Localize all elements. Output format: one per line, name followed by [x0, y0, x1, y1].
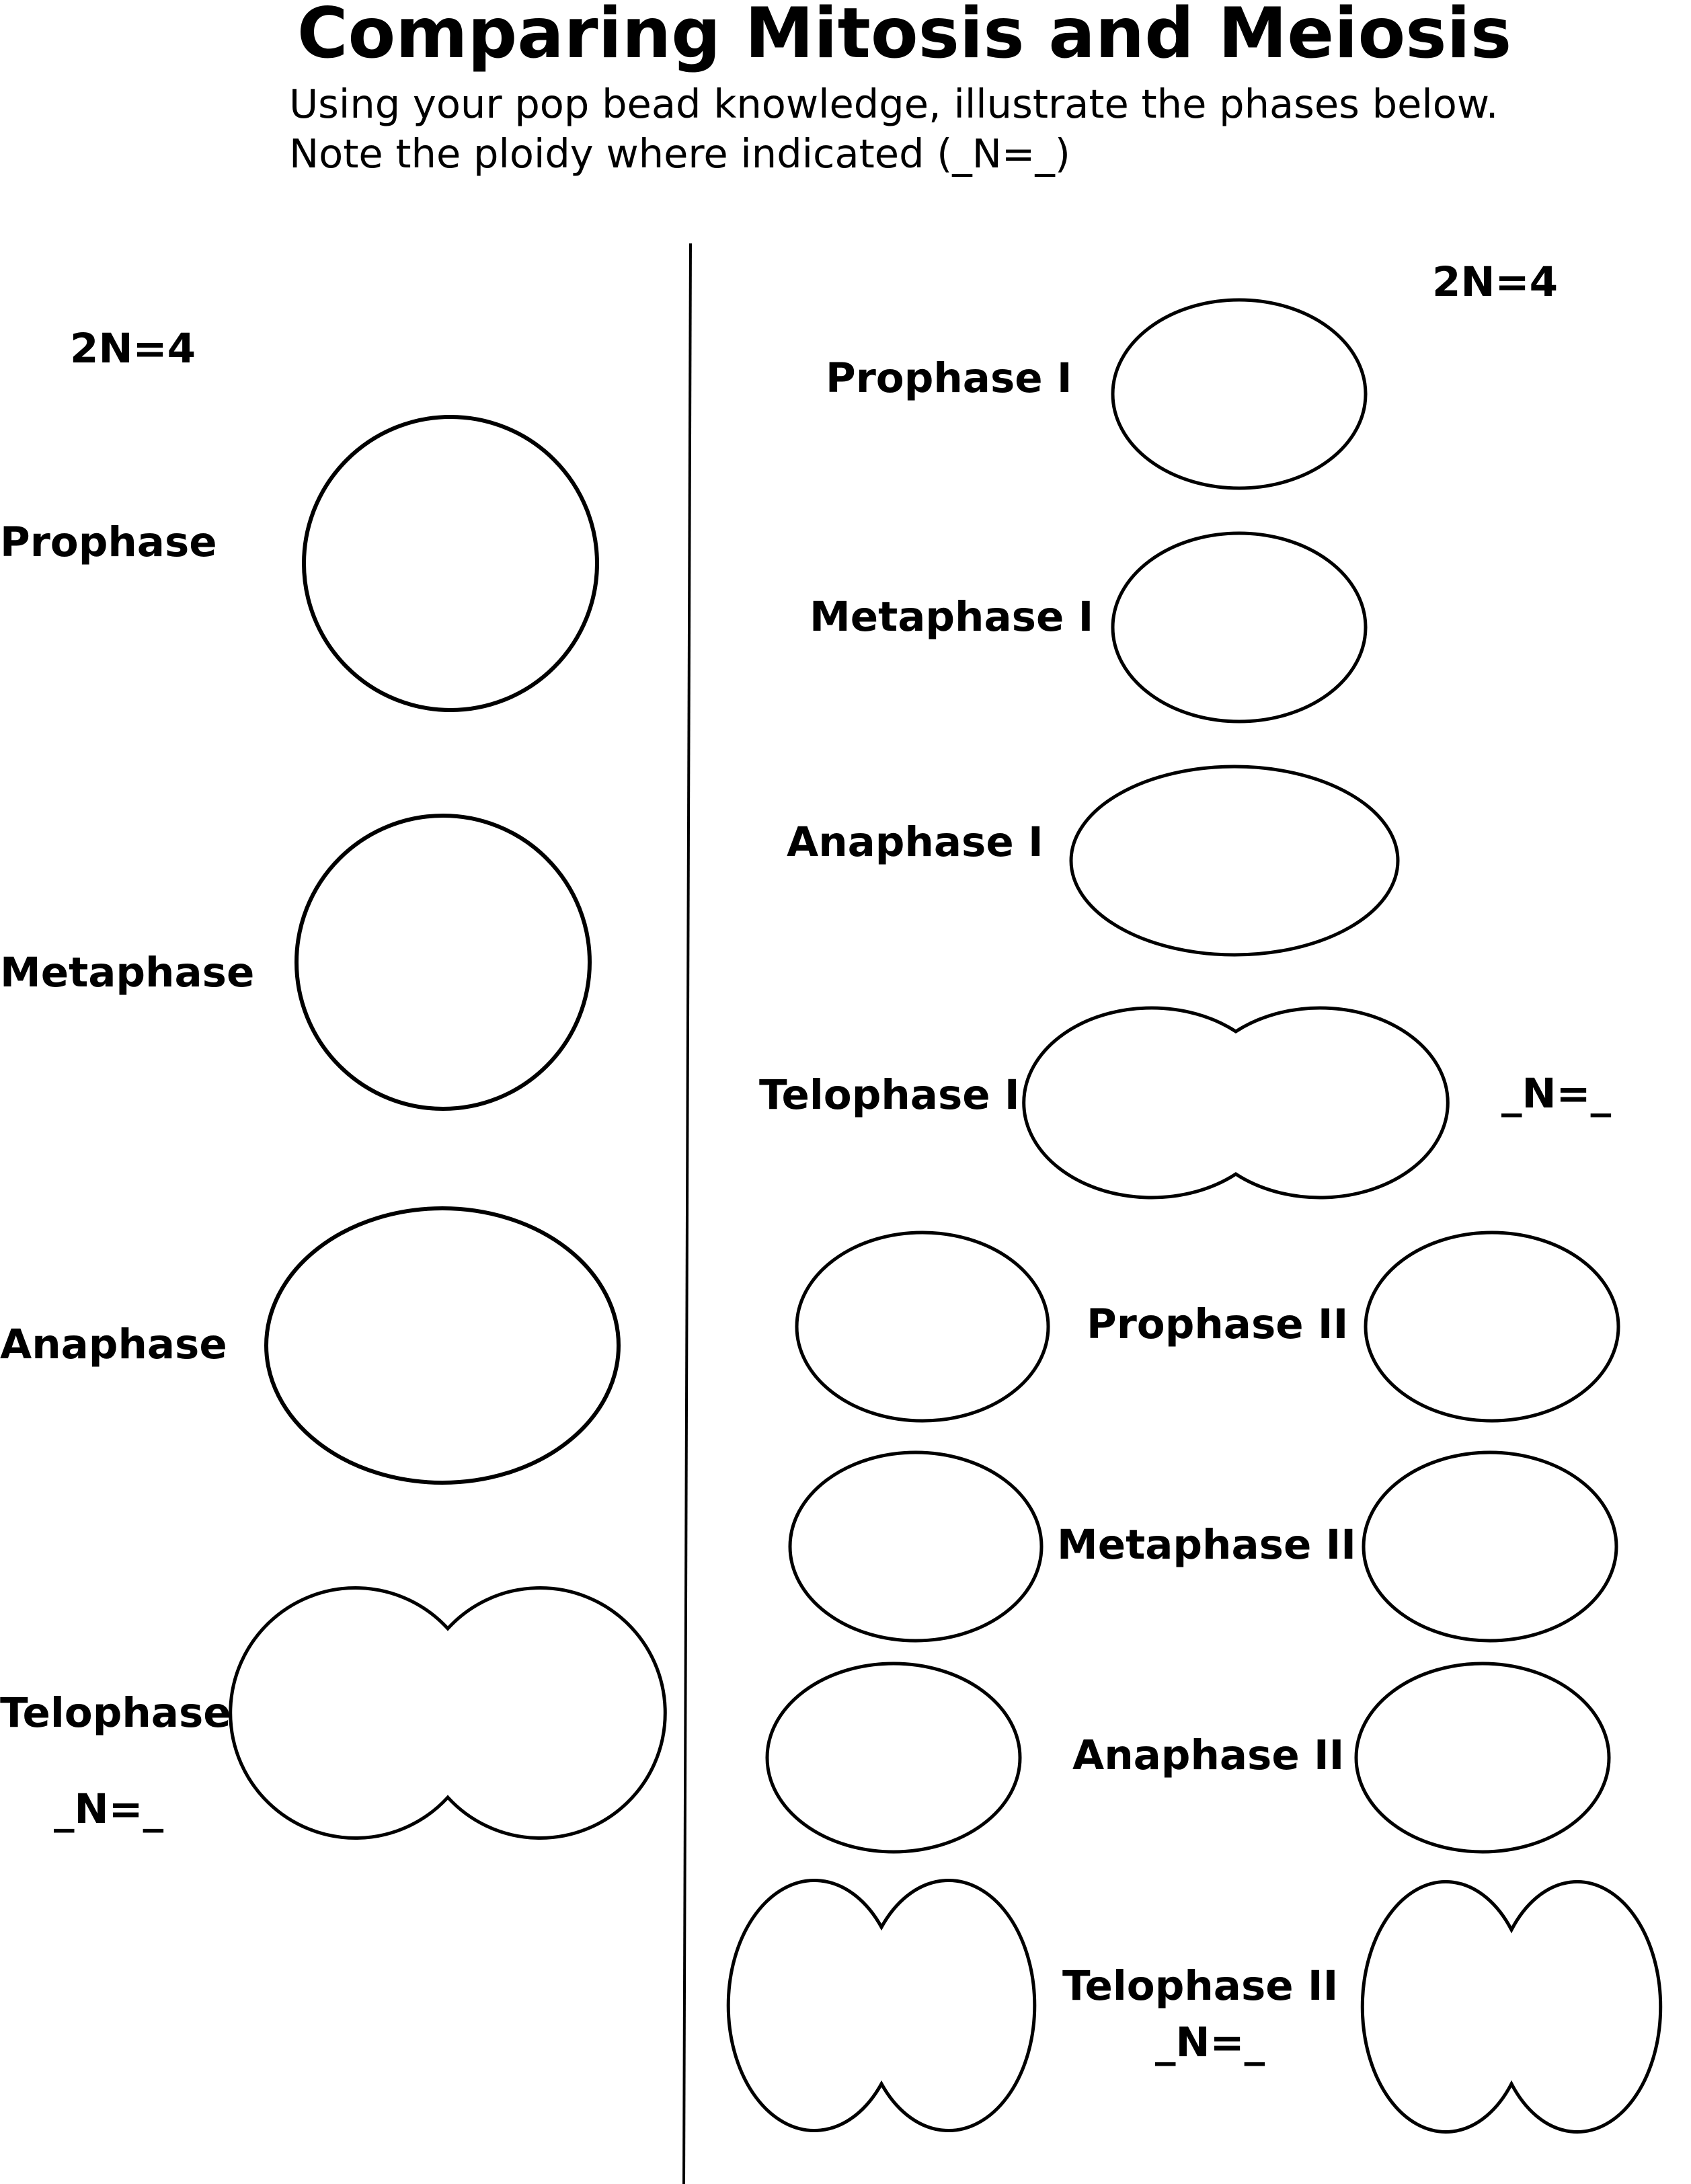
meiosis-telophase-2-cell-right	[1360, 1880, 1663, 2134]
meiosis-anaphase-2-cell-right	[1354, 1662, 1611, 1854]
mitosis-anaphase-cell	[264, 1206, 621, 1485]
meiosis-metaphase-1-cell	[1111, 531, 1368, 724]
meiosis-prophase-1-cell	[1111, 298, 1368, 490]
page-title: Comparing Mitosis and Meiosis	[297, 0, 1512, 74]
instructions-line-1: Using your pop bead knowledge, illustrat…	[289, 81, 1499, 127]
column-divider	[682, 243, 692, 2184]
meiosis-ploidy-start: 2N=4	[1432, 258, 1559, 306]
instructions-line-2: Note the ploidy where indicated (_N=_)	[289, 130, 1070, 177]
meiosis-anaphase-2-label: Anaphase II	[1072, 1731, 1345, 1779]
meiosis-telophase-1-label: Telophase I	[759, 1071, 1020, 1119]
mitosis-telophase-cell	[229, 1586, 667, 1840]
meiosis-prophase-2-label: Prophase II	[1087, 1300, 1349, 1348]
meiosis-ploidy-end: _N=_	[1155, 2019, 1265, 2066]
meiosis-anaphase-1-cell	[1069, 765, 1400, 957]
meiosis-metaphase-2-label: Metaphase II	[1057, 1521, 1356, 1569]
meiosis-telophase-1-cell	[1022, 1006, 1450, 1200]
mitosis-ploidy-end: _N=_	[54, 1785, 164, 1833]
mitosis-anaphase-label: Anaphase	[0, 1321, 227, 1368]
mitosis-prophase-cell	[302, 415, 599, 712]
meiosis-prophase-2-cell-left	[795, 1231, 1050, 1423]
meiosis-telophase-2-label: Telophase II	[1062, 1962, 1339, 2010]
mitosis-telophase-label: Telophase	[0, 1689, 231, 1737]
mitosis-metaphase-label: Metaphase	[0, 949, 255, 997]
meiosis-ploidy-after-1: _N=_	[1501, 1070, 1612, 1118]
meiosis-anaphase-2-cell-left	[765, 1662, 1022, 1854]
mitosis-metaphase-cell	[294, 814, 592, 1111]
mitosis-prophase-label: Prophase	[0, 518, 217, 566]
meiosis-metaphase-1-label: Metaphase I	[810, 593, 1094, 641]
meiosis-prophase-2-cell-right	[1364, 1231, 1620, 1423]
mitosis-ploidy-start: 2N=4	[70, 325, 196, 373]
meiosis-metaphase-2-cell-right	[1362, 1450, 1618, 1643]
meiosis-anaphase-1-label: Anaphase I	[787, 818, 1044, 866]
meiosis-telophase-2-cell-left	[726, 1879, 1037, 2132]
meiosis-prophase-1-label: Prophase I	[826, 354, 1072, 402]
meiosis-metaphase-2-cell-left	[788, 1450, 1044, 1643]
